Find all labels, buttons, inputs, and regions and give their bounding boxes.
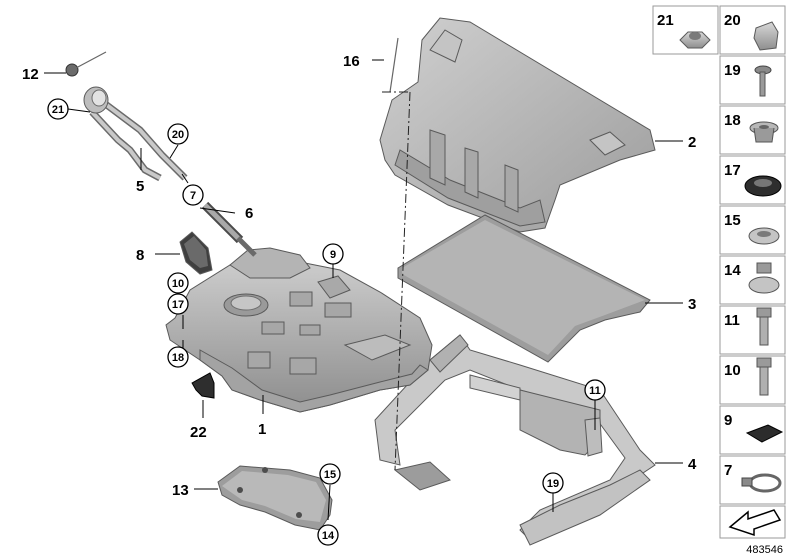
heat-shield-part-13 bbox=[217, 465, 333, 531]
mat-part-3 bbox=[397, 214, 651, 363]
panel-cell-7: 7 bbox=[719, 455, 786, 505]
frame-part-4 bbox=[374, 334, 656, 546]
svg-text:19: 19 bbox=[724, 62, 741, 79]
hose-part-6 bbox=[201, 201, 257, 257]
svg-text:21: 21 bbox=[52, 104, 64, 116]
svg-text:21: 21 bbox=[657, 12, 674, 29]
svg-text:11: 11 bbox=[589, 385, 601, 397]
svg-text:9: 9 bbox=[330, 249, 336, 261]
intake-part-8 bbox=[179, 231, 213, 275]
callout-15-circle: 15 bbox=[319, 463, 341, 485]
callout-labels: 12 5 6 8 22 1 16 2 3 4 13 bbox=[22, 53, 697, 499]
svg-text:9: 9 bbox=[724, 412, 732, 429]
callout-17-circle: 17 bbox=[167, 293, 189, 315]
panel-cell-19: 19 bbox=[719, 55, 786, 105]
svg-text:17: 17 bbox=[724, 162, 741, 179]
callout-6: 6 bbox=[245, 205, 253, 222]
cover-part-2 bbox=[379, 17, 656, 233]
arrow-icon bbox=[728, 509, 782, 537]
filler-pipe-part-5 bbox=[83, 86, 188, 182]
svg-text:19: 19 bbox=[547, 478, 559, 490]
callout-1: 1 bbox=[258, 421, 266, 438]
parts-panel: 21 20 19 18 17 bbox=[652, 5, 786, 539]
svg-text:11: 11 bbox=[724, 312, 740, 329]
vent-line-part-16 bbox=[389, 37, 399, 93]
callout-5: 5 bbox=[136, 178, 144, 195]
callout-8: 8 bbox=[136, 247, 144, 264]
reference-number: 483546 bbox=[746, 544, 783, 556]
leader-lines bbox=[44, 59, 683, 521]
vent-valve-part-12 bbox=[65, 51, 107, 77]
panel-cell-20: 20 bbox=[719, 5, 786, 55]
callout-7-circle: 7 bbox=[182, 184, 204, 206]
svg-text:20: 20 bbox=[172, 129, 184, 141]
panel-cell-14: 14 bbox=[719, 255, 786, 305]
svg-text:14: 14 bbox=[322, 530, 335, 542]
callout-4: 4 bbox=[688, 456, 697, 473]
svg-text:20: 20 bbox=[724, 12, 741, 29]
panel-cell-11: 11 bbox=[719, 305, 786, 355]
alignment-line bbox=[382, 91, 411, 471]
panel-cell-10: 10 bbox=[719, 355, 786, 405]
svg-text:18: 18 bbox=[172, 352, 184, 364]
callout-9-circle: 9 bbox=[322, 243, 344, 265]
callout-14-circle: 14 bbox=[317, 524, 339, 546]
panel-cell-9: 9 bbox=[719, 405, 786, 455]
svg-text:7: 7 bbox=[190, 190, 196, 202]
callout-20-circle: 20 bbox=[167, 123, 189, 145]
svg-text:7: 7 bbox=[724, 462, 732, 479]
panel-cell-18: 18 bbox=[719, 105, 786, 155]
panel-cell-15: 15 bbox=[719, 205, 786, 255]
callout-11-circle: 11 bbox=[584, 379, 606, 401]
callout-22: 22 bbox=[190, 424, 207, 441]
svg-text:17: 17 bbox=[172, 299, 184, 311]
callout-2: 2 bbox=[688, 134, 696, 151]
svg-text:14: 14 bbox=[724, 262, 741, 279]
callout-13: 13 bbox=[172, 482, 189, 499]
callout-16: 16 bbox=[343, 53, 360, 70]
callout-19-circle: 19 bbox=[542, 472, 564, 494]
svg-text:15: 15 bbox=[324, 469, 336, 481]
callout-21-circle: 21 bbox=[47, 98, 69, 120]
fuel-tank-part-1 bbox=[165, 247, 433, 413]
circled-callouts: 21 20 7 10 17 18 9 11 19 15 14 bbox=[47, 98, 606, 546]
panel-cell-21: 21 bbox=[652, 5, 719, 55]
svg-text:15: 15 bbox=[724, 212, 741, 229]
callout-3: 3 bbox=[688, 296, 696, 313]
svg-text:10: 10 bbox=[172, 278, 184, 290]
svg-text:10: 10 bbox=[724, 362, 741, 379]
strip-part-22 bbox=[191, 372, 215, 399]
callout-10-circle: 10 bbox=[167, 272, 189, 294]
panel-cell-arrow bbox=[719, 505, 786, 539]
svg-text:18: 18 bbox=[724, 112, 741, 129]
callout-18-circle: 18 bbox=[167, 346, 189, 368]
callout-12: 12 bbox=[22, 66, 39, 83]
panel-cell-17: 17 bbox=[719, 155, 786, 205]
